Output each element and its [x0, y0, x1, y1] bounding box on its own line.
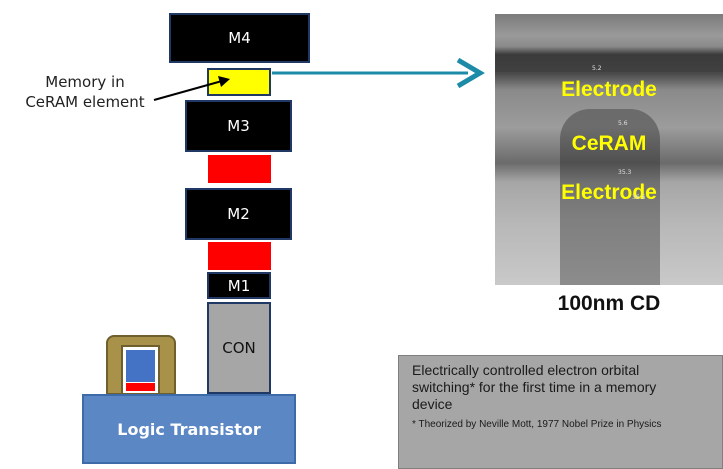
- metal-layer-m2: M2: [185, 188, 292, 240]
- memory-pointer-arrow: [153, 76, 230, 101]
- electrode-bottom-label: Electrode: [561, 181, 657, 204]
- pillar-column: [560, 109, 660, 285]
- note-line-3: device: [412, 396, 453, 412]
- electrode-top-label: Electrode: [561, 78, 657, 101]
- zoom-arrow: [272, 57, 485, 89]
- con-label: CON: [222, 339, 256, 357]
- gate-structure: [106, 335, 176, 395]
- m4-label: M4: [228, 29, 251, 47]
- measure-tick-2: 5.6: [618, 120, 628, 127]
- memory-callout-line1: Memory in: [45, 73, 125, 91]
- metal-layer-m3: M3: [185, 100, 292, 152]
- top-electrode-layer: [495, 54, 723, 72]
- gate-channel-blue: [126, 350, 155, 382]
- gate-inner: [121, 345, 160, 395]
- note-line-1: Electrically controlled electron orbital: [412, 362, 640, 378]
- m3-label: M3: [227, 117, 250, 135]
- via-lower: [208, 242, 271, 270]
- metal-layer-m4: M4: [169, 13, 310, 63]
- note-line-2: switching* for the first time in a memor…: [412, 379, 657, 395]
- mott-note-box: Electrically controlled electron orbital…: [398, 355, 723, 469]
- gate-channel-red: [126, 383, 155, 391]
- note-footnote: * Theorized by Neville Mott, 1977 Nobel …: [412, 419, 662, 430]
- memory-callout-line2: CeRAM element: [25, 93, 145, 111]
- cross-section-stack: M4 M3 M2 M1 CON Logic Transistor Memory …: [0, 0, 340, 469]
- measure-tick-3: 35.3: [618, 169, 632, 176]
- ceram-label: CeRAM: [571, 132, 647, 155]
- transistor-label: Logic Transistor: [117, 419, 261, 439]
- logic-transistor: Logic Transistor: [82, 394, 296, 464]
- metal-layer-m1: M1: [207, 272, 271, 299]
- tem-micrograph: Electrode CeRAM Electrode 5.2 5.6 35.3 3…: [495, 14, 723, 285]
- m1-label: M1: [227, 276, 251, 295]
- micrograph-caption: 100nm CD: [557, 292, 661, 315]
- contact-con: CON: [207, 302, 271, 394]
- measure-tick-1: 5.2: [592, 65, 602, 72]
- measure-tick-4: 36.6: [632, 194, 646, 201]
- memory-callout-label: Memory in CeRAM element: [10, 72, 160, 112]
- via-upper: [208, 155, 271, 183]
- m2-label: M2: [227, 205, 250, 223]
